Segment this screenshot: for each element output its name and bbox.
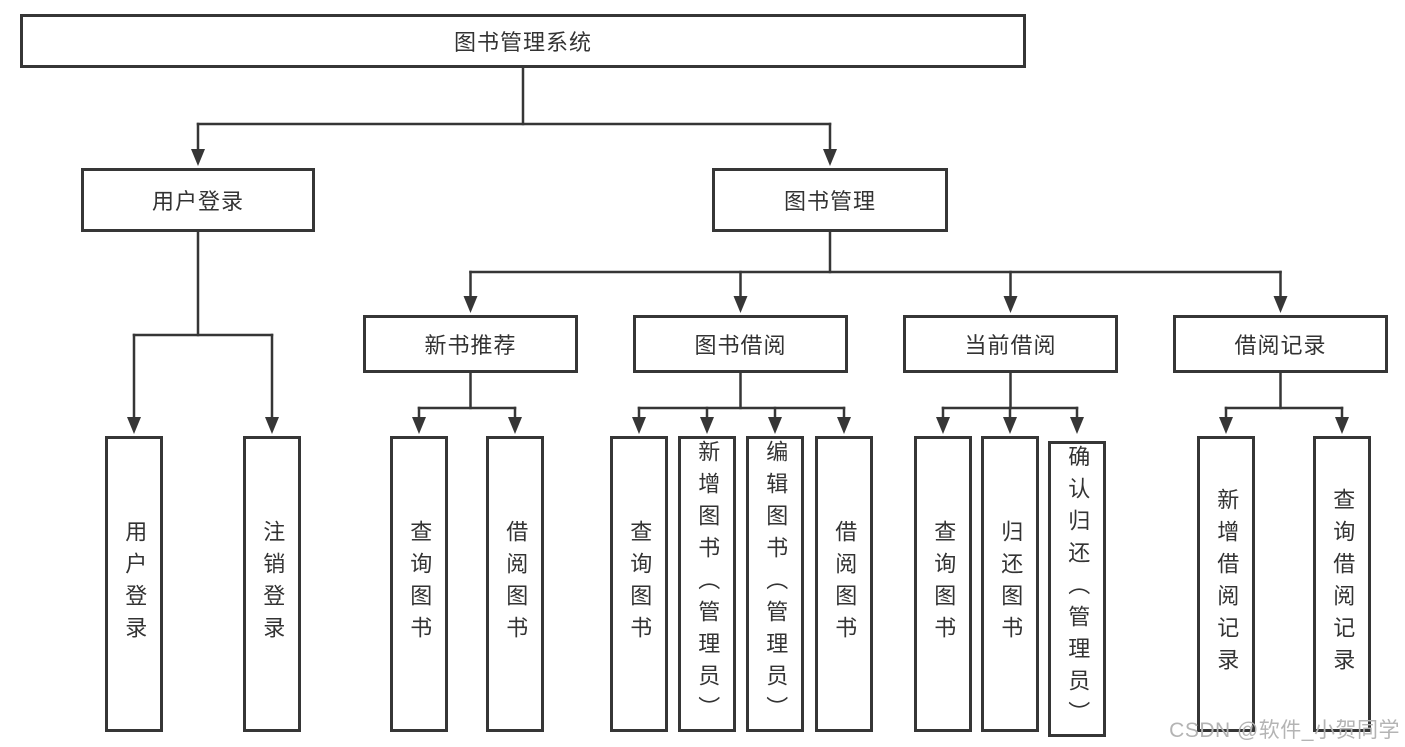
leaf-add-borrow-record: 新增借阅记录 xyxy=(1197,436,1255,732)
leaf-query-books-borrowing: 查询图书 xyxy=(610,436,668,732)
leaf-user-login: 用户登录 xyxy=(105,436,163,732)
node-borrowing-records: 借阅记录 xyxy=(1173,315,1388,373)
leaf-query-books-recommend: 查询图书 xyxy=(390,436,448,732)
leaf-add-book-admin: 新增图书（管理员） xyxy=(678,436,736,732)
node-user-login: 用户登录 xyxy=(81,168,315,232)
watermark-text: CSDN @软件_小贺同学 xyxy=(1169,719,1400,742)
node-book-borrowing: 图书借阅 xyxy=(633,315,848,373)
node-current-borrowing: 当前借阅 xyxy=(903,315,1118,373)
leaf-borrow-books-borrowing: 借阅图书 xyxy=(815,436,873,732)
node-new-book-recommendation: 新书推荐 xyxy=(363,315,578,373)
leaf-return-book: 归还图书 xyxy=(981,436,1039,732)
leaf-query-borrow-record: 查询借阅记录 xyxy=(1313,436,1371,732)
node-book-management: 图书管理 xyxy=(712,168,948,232)
leaf-confirm-return-admin: 确认归还（管理员） xyxy=(1048,441,1106,737)
leaf-edit-book-admin: 编辑图书（管理员） xyxy=(746,436,804,732)
node-root: 图书管理系统 xyxy=(20,14,1026,68)
leaf-query-books-current: 查询图书 xyxy=(914,436,972,732)
leaf-borrow-books-recommend: 借阅图书 xyxy=(486,436,544,732)
leaf-logout: 注销登录 xyxy=(243,436,301,732)
